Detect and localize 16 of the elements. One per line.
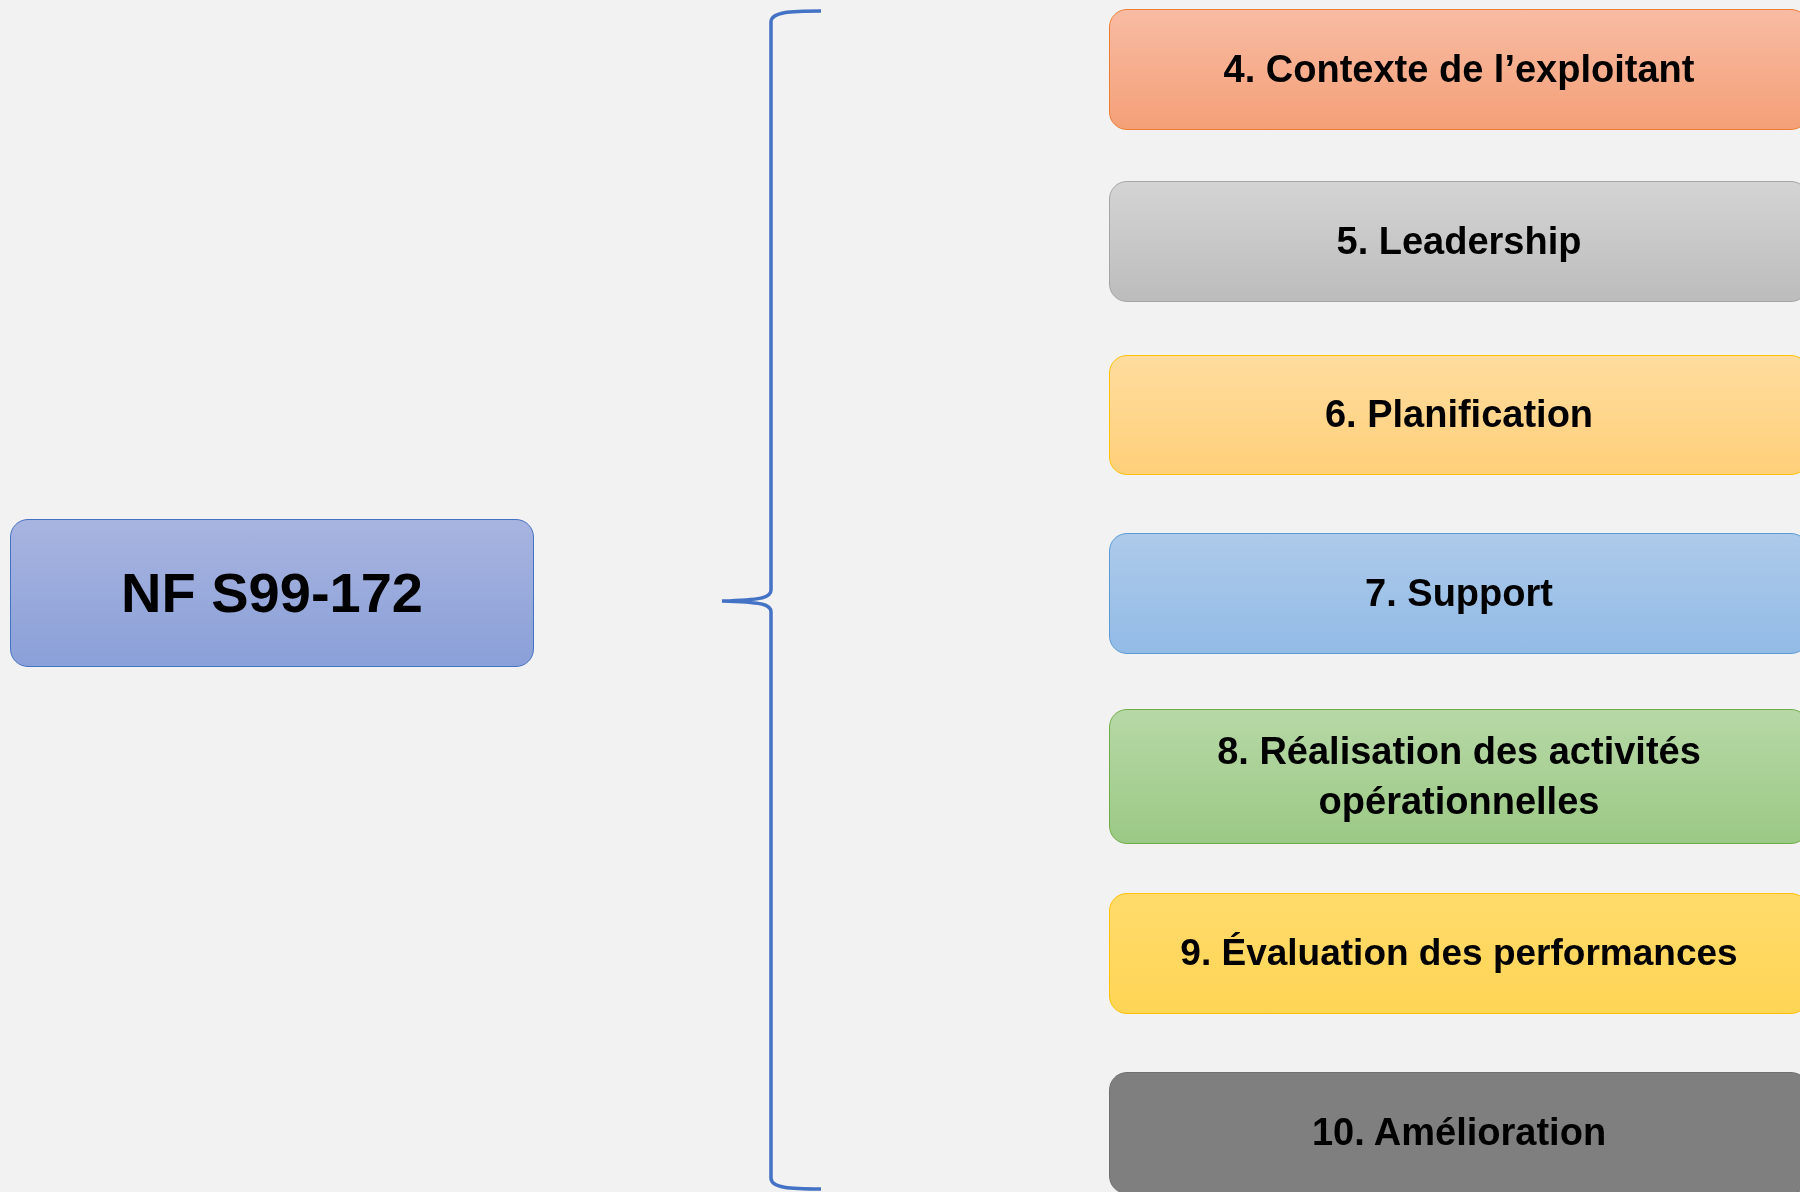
- process-box: [10, 519, 534, 667]
- box-label: 6. Planification: [1323, 392, 1595, 438]
- box-label: 9. Évaluation des performances: [1179, 931, 1739, 976]
- process-box: [1109, 1072, 1800, 1192]
- box-label: 5. Leadership: [1335, 218, 1583, 264]
- box-label: 7. Support: [1364, 570, 1554, 616]
- box-label: 10. Amélioration: [1310, 1110, 1608, 1156]
- process-box: [1109, 893, 1800, 1014]
- box-label: 4. Contexte de l’exploitant: [1222, 46, 1696, 92]
- process-box: [1109, 709, 1800, 844]
- process-box: [1109, 181, 1800, 302]
- process-box: [1109, 355, 1800, 475]
- process-box: [1109, 533, 1800, 654]
- box-label: NF S99-172: [120, 559, 424, 626]
- box-label: 8. Réalisation des activités opérationnelles: [1216, 729, 1702, 824]
- process-box: [1109, 9, 1800, 130]
